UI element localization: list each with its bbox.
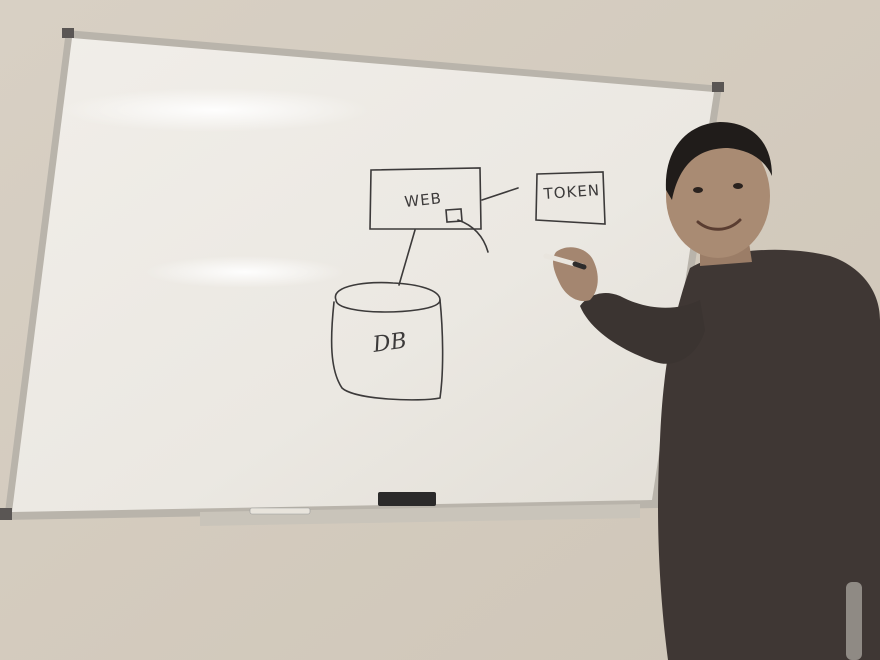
marker-cap	[572, 261, 587, 270]
eye	[733, 183, 743, 189]
frame-corner	[62, 28, 74, 38]
marker-tray	[200, 504, 640, 526]
web-db-link	[398, 229, 416, 286]
light-glare	[145, 256, 345, 288]
person	[543, 122, 880, 660]
web-box	[369, 167, 482, 230]
head	[666, 134, 770, 258]
whiteboard-diagram	[330, 167, 606, 401]
web-token-link	[481, 187, 519, 201]
sweater	[657, 249, 880, 660]
whiteboard-surface	[12, 38, 714, 512]
web-curve	[457, 219, 489, 253]
tray-marker	[249, 507, 311, 515]
eye	[693, 187, 703, 193]
hair	[665, 122, 772, 200]
db-cylinder-body	[330, 299, 444, 401]
token-label: TOKEN	[542, 181, 601, 203]
frame-corner	[0, 508, 12, 520]
frame-corner	[712, 82, 724, 92]
web-label: WEB	[404, 189, 443, 211]
arm	[580, 293, 705, 364]
mouth	[696, 218, 742, 231]
light-glare	[60, 88, 370, 132]
chair-edge	[846, 582, 862, 660]
token-box	[535, 171, 606, 225]
db-label: DB	[370, 328, 408, 358]
eraser	[378, 492, 436, 506]
